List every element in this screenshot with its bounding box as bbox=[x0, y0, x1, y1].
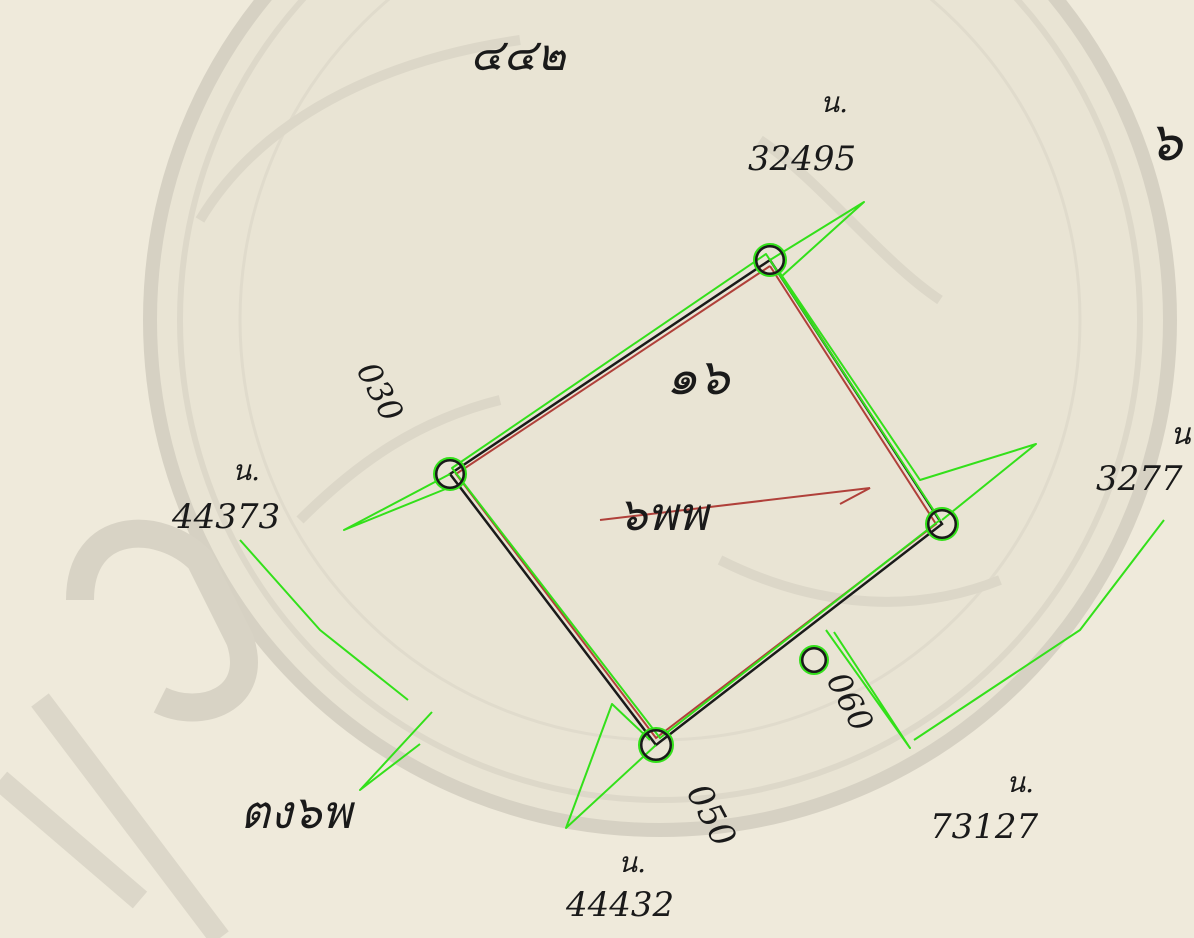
bottom-left-code: ตง๖พ bbox=[240, 785, 356, 839]
parcel-number: ๑๖ bbox=[666, 348, 732, 406]
top-right-digit: ๖ bbox=[1148, 110, 1185, 173]
pin-icon bbox=[754, 244, 786, 276]
pin-icon bbox=[434, 458, 466, 490]
marker-southeast-number: 73127 bbox=[930, 807, 1039, 847]
marker-west-number: 44373 bbox=[171, 497, 280, 537]
marker-north-number: 32495 bbox=[748, 139, 856, 179]
marker-north-prefix: น. bbox=[820, 86, 848, 119]
marker-southeast-prefix: น. bbox=[1006, 766, 1034, 799]
pin-icon bbox=[926, 508, 958, 540]
marker-west-prefix: น. bbox=[232, 454, 260, 487]
boundary-pins bbox=[433, 243, 959, 763]
right-edge-number: 3277 bbox=[1096, 459, 1183, 499]
pin-icon bbox=[800, 646, 828, 674]
parcel-subtitle: ๖พพ bbox=[618, 487, 712, 541]
parcel-boundary bbox=[239, 201, 1165, 829]
marker-south-number: 44432 bbox=[565, 885, 674, 925]
right-edge-prefix: น bbox=[1170, 417, 1192, 452]
pin-icon bbox=[639, 728, 673, 762]
marker-south-prefix: น. bbox=[618, 846, 646, 879]
top-left-code: ๔๔๒ bbox=[470, 30, 567, 81]
